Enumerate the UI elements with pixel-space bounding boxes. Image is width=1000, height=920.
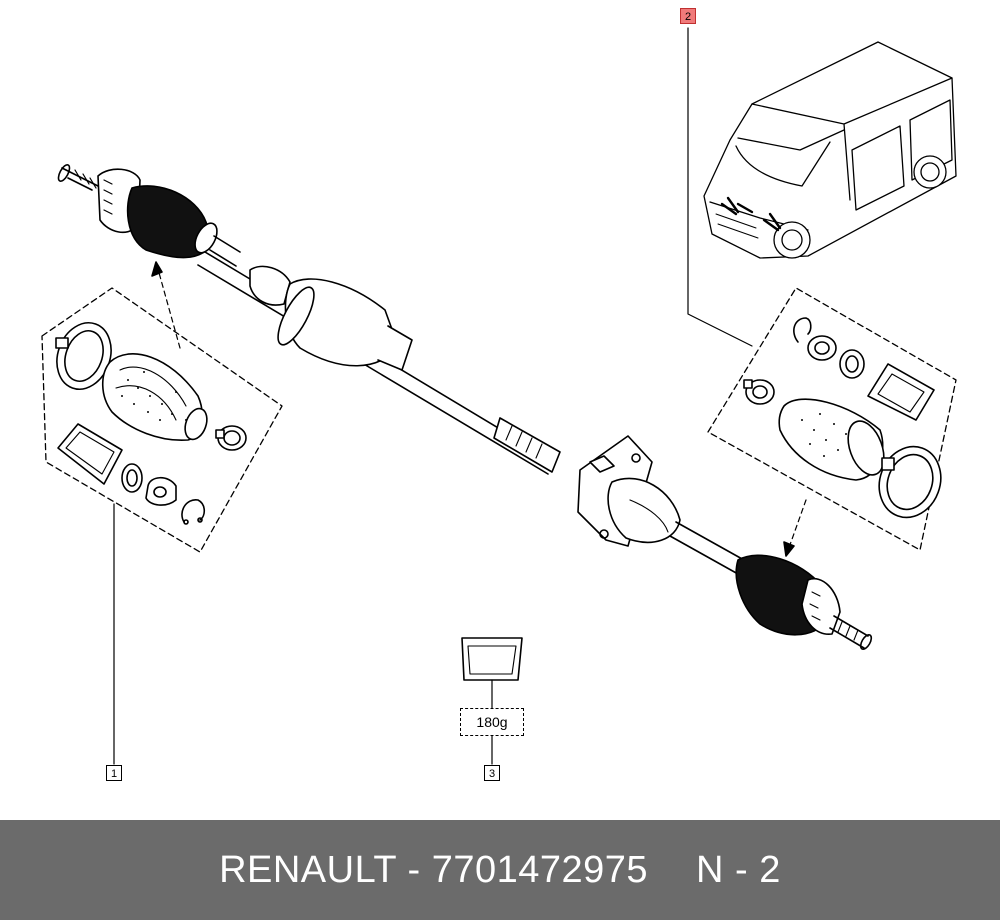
- grease-weight-label: 180g: [460, 708, 524, 736]
- driveshaft-exploded-diagram: [41, 27, 957, 765]
- diagram-reference: N - 2: [696, 848, 781, 891]
- brand-part-number: RENAULT - 7701472975: [219, 848, 649, 891]
- boot-icon: [778, 398, 885, 481]
- kit-2-boot-kit: [707, 287, 957, 557]
- right-driveshaft-assembly: [577, 435, 873, 651]
- van-icon: [703, 41, 957, 259]
- leader-lines: [113, 27, 753, 765]
- grease-sachet-icon: [461, 637, 523, 681]
- footer-bar: RENAULT - 7701472975 N - 2: [0, 820, 1000, 920]
- driveshaft-assembly: [57, 164, 561, 475]
- circlip-icon: [181, 499, 206, 525]
- small-clamp-icon: [743, 379, 775, 405]
- bearing-icon: [145, 476, 177, 506]
- callout-3[interactable]: 3: [484, 765, 500, 781]
- small-clamp-icon: [215, 425, 247, 451]
- grease-sachet-icon: [867, 363, 935, 421]
- callout-2[interactable]: 2: [680, 8, 696, 24]
- circlip-icon: [793, 317, 812, 343]
- clamp-icon: [878, 445, 942, 519]
- kit-1-boot-kit: [41, 261, 283, 553]
- grease-sachet-icon: [57, 423, 123, 485]
- callout-1[interactable]: 1: [106, 765, 122, 781]
- boot-icon: [101, 353, 208, 441]
